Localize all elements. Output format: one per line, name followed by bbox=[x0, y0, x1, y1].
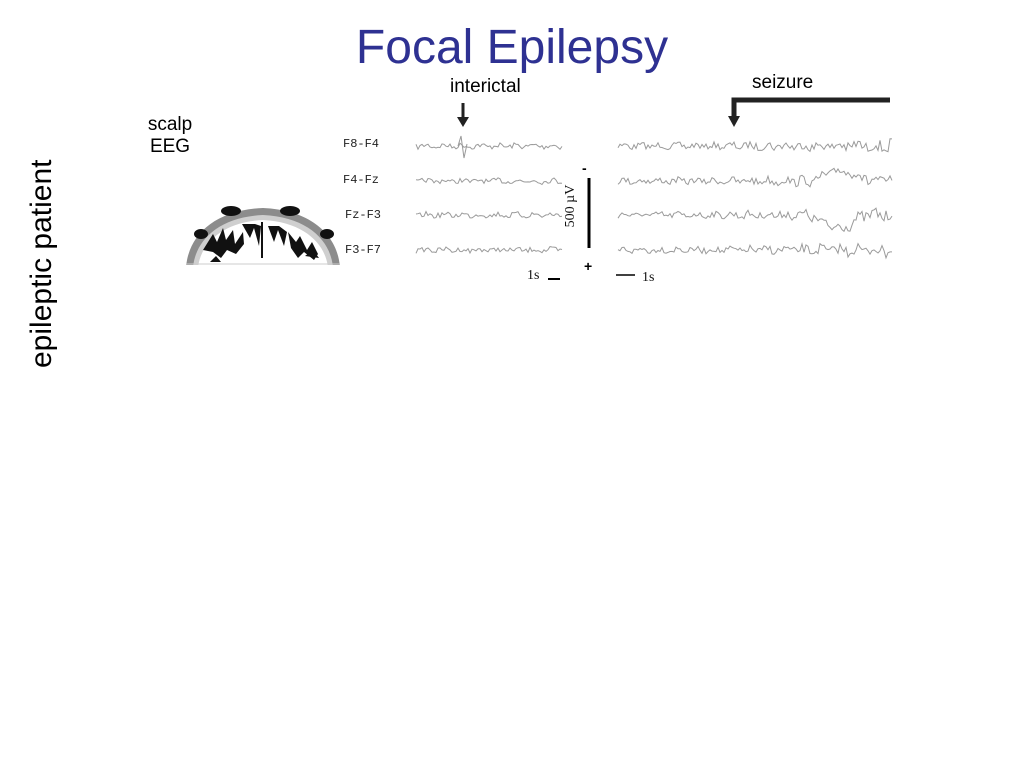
scalp-label-line-2: EEG bbox=[149, 136, 191, 157]
seizure-trace-f8-f4 bbox=[617, 138, 893, 153]
brain-illustration bbox=[186, 206, 340, 265]
channel-label-f4-fz: F4-Fz bbox=[343, 173, 380, 187]
channel-label-fz-f3: Fz-F3 bbox=[345, 208, 382, 222]
time-scale-label-right: 1s bbox=[642, 270, 655, 285]
interictal-trace-f8-f4 bbox=[415, 142, 563, 151]
channel-label-f3-f7: F3-F7 bbox=[345, 243, 382, 257]
seizure-trace-f4-fz bbox=[617, 167, 893, 188]
channel-label-f8-f4: F8-F4 bbox=[343, 137, 380, 151]
interictal-label: interictal bbox=[450, 76, 521, 97]
time-scale-label-left: 1s bbox=[527, 268, 540, 283]
interictal-trace-f3-f7 bbox=[415, 246, 563, 255]
interictal-arrow bbox=[457, 103, 469, 127]
seizure-trace-f3-f7 bbox=[617, 241, 892, 260]
interictal-trace-f4-fz bbox=[415, 177, 563, 186]
brain-gyri bbox=[203, 222, 319, 262]
seizure-arrow bbox=[728, 97, 890, 127]
slide-title: Focal Epilepsy bbox=[355, 21, 669, 74]
eeg-traces bbox=[415, 135, 893, 260]
interictal-trace-fz-f3 bbox=[415, 210, 563, 219]
scalp-electrodes bbox=[194, 206, 334, 239]
scalp-eeg-label: scalp EEG bbox=[140, 114, 200, 158]
seizure-label: seizure bbox=[752, 72, 814, 93]
scalp-label-line-1: scalp bbox=[147, 114, 193, 135]
seizure-trace-fz-f3 bbox=[617, 207, 893, 233]
scale-plus-sign: + bbox=[584, 258, 593, 274]
interictal-spike bbox=[457, 135, 468, 159]
scale-minus-sign: - bbox=[582, 160, 587, 176]
